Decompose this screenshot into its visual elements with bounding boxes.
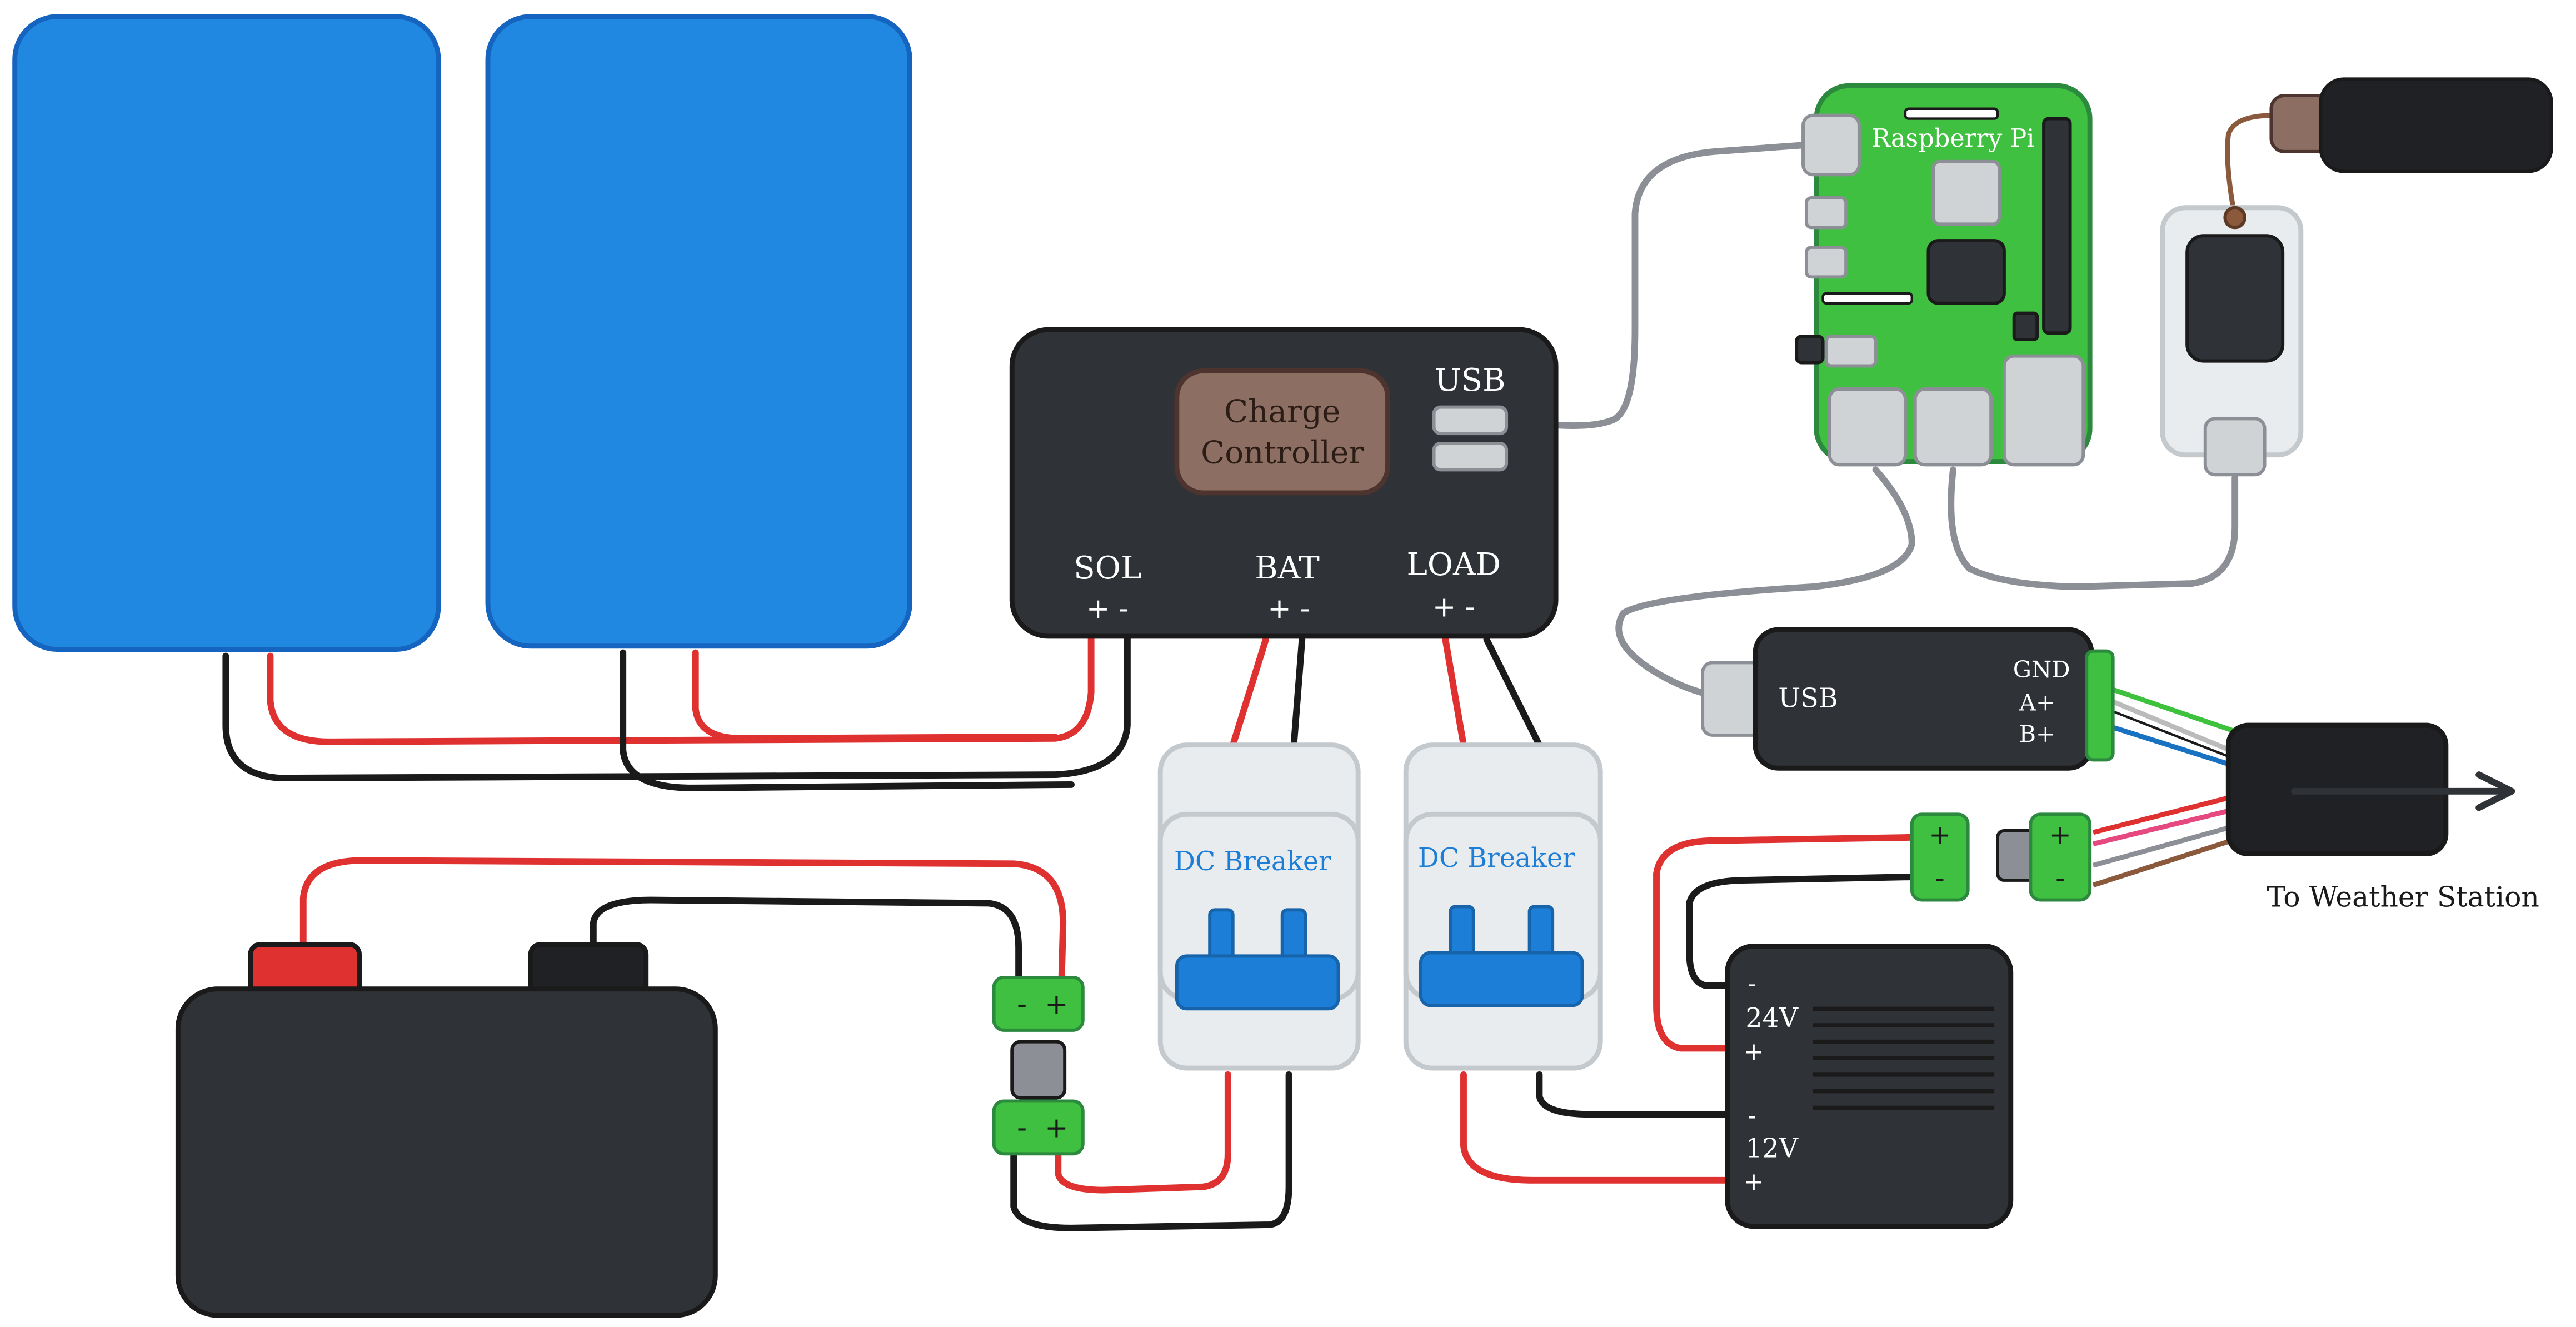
weather-connector-left: [1910, 812, 1970, 902]
wire-rs485-b: [2105, 722, 2243, 771]
dc-converter: [1725, 944, 2014, 1229]
battery-connector-coupler: [1010, 1040, 1067, 1100]
weather-connector-right: [2029, 812, 2092, 902]
sensor-hub-jack: [2223, 206, 2246, 230]
converter-12v-plus: +: [1743, 1168, 1764, 1196]
pi-camera-connector: [1821, 292, 1914, 305]
cable-controller-usb-to-pi: [1500, 142, 1808, 430]
wire-battery-positive: [299, 857, 1067, 989]
wire-weather-brown: [2092, 835, 2243, 888]
converter-24v-label: 24V: [1745, 1003, 1798, 1034]
pi-usb-c-port[interactable]: [1801, 113, 1861, 177]
controller-load-polarity: + -: [1432, 590, 1475, 623]
weather-connector-left-minus: -: [1935, 863, 1945, 894]
wire-weather-grey: [2092, 821, 2243, 868]
converter-24v-plus: +: [1743, 1037, 1764, 1066]
controller-sol-label: SOL: [1074, 550, 1141, 586]
pi-power-button[interactable]: [1795, 335, 1825, 365]
controller-bat-polarity: + -: [1267, 592, 1310, 625]
cable-pi-to-sensor-hub: [1948, 466, 2239, 590]
solar-panel-1: [12, 14, 441, 652]
breaker-1-toggle-base[interactable]: [1175, 954, 1340, 1011]
rs485-gnd-label: GND: [2013, 656, 2070, 683]
charge-controller-label-line2: Controller: [1201, 435, 1364, 471]
solar-panel-2: [485, 14, 912, 649]
wire-panel1-positive: [267, 631, 1095, 745]
controller-usb-port-2[interactable]: [1432, 441, 1509, 472]
weather-arrow-head: [2475, 771, 2515, 811]
wire-load-positive: [1442, 636, 1467, 749]
sensor-hub-module: [2185, 234, 2285, 363]
pi-usb-port-2[interactable]: [1913, 387, 1993, 467]
charge-controller-label-line1: Charge: [1224, 393, 1340, 430]
rs485-terminal-block: [2085, 649, 2115, 762]
battery-connector-lower-minus: -: [1017, 1111, 1027, 1144]
converter-24v-minus: -: [1748, 970, 1756, 999]
controller-usb-port-1[interactable]: [1432, 405, 1509, 436]
wire-panel1-negative: [222, 631, 1131, 781]
controller-sol-polarity: + -: [1086, 592, 1129, 625]
wire-panel2-negative: [620, 649, 1075, 791]
sensor-hub-usb-port[interactable]: [2203, 417, 2267, 477]
wire-breaker2-to-12v-positive: [1460, 1071, 1738, 1184]
converter-12v-minus: -: [1748, 1102, 1756, 1130]
wire-bat-negative: [1290, 636, 1306, 749]
battery-connector-upper: [992, 975, 1085, 1032]
dc-breaker-2: DC Breaker: [1403, 742, 1603, 1071]
breaker-2-toggle-base[interactable]: [1419, 951, 1584, 1007]
wire-battery-negative: [590, 896, 1022, 989]
wire-24v-positive: [1653, 834, 1915, 1052]
rs485-a-label: A+: [2019, 689, 2055, 716]
pi-wifi-chip: [1931, 159, 2001, 226]
raspberry-pi-label: Raspberry Pi: [1871, 124, 2034, 153]
controller-usb-label: USB: [1435, 362, 1506, 398]
pi-gpio-header: [2042, 117, 2072, 335]
battery-connector-lower: [992, 1099, 1085, 1156]
weather-connector-right-minus: -: [2055, 863, 2065, 894]
converter-12v-label: 12V: [1745, 1133, 1798, 1164]
wire-weather-pink: [2093, 805, 2243, 847]
cable-sensor-probe: [2225, 113, 2277, 220]
battery-connector-upper-minus: -: [1017, 987, 1027, 1020]
breaker-2-label: DC Breaker: [1418, 843, 1575, 874]
pi-usb-port-1[interactable]: [1828, 387, 1907, 467]
wire-connector-to-breaker-positive: [1055, 1071, 1231, 1194]
sensor-probe-body: [2319, 77, 2553, 173]
controller-bat-label: BAT: [1255, 550, 1320, 586]
pi-micro-hdmi-1[interactable]: [1804, 196, 1848, 230]
wire-rs485-a2: [2105, 707, 2242, 763]
pi-audio-port[interactable]: [1824, 335, 1878, 368]
wire-rs485-a: [2105, 696, 2243, 757]
rs485-usb-label: USB: [1778, 683, 1838, 714]
wire-weather-red: [2092, 792, 2243, 835]
weather-connector-right-plus: +: [2049, 820, 2071, 851]
pi-display-connector: [1904, 107, 1999, 120]
wire-24v-negative: [1686, 874, 1915, 989]
wire-breaker2-to-12v-negative: [1536, 1071, 1738, 1118]
pi-small-chip: [2012, 311, 2039, 342]
wire-rs485-gnd: [2105, 685, 2243, 736]
pi-soc-chip: [1926, 239, 2006, 305]
battery: [175, 986, 718, 1318]
pi-micro-hdmi-2[interactable]: [1804, 245, 1848, 279]
rs485-b-label: B+: [2019, 720, 2055, 747]
wire-bat-positive: [1229, 636, 1269, 749]
converter-heatsink-fins: [1813, 1006, 1995, 1110]
dc-breaker-1: DC Breaker: [1157, 742, 1361, 1071]
cable-pi-to-rs485: [1615, 466, 1915, 699]
battery-connector-lower-plus: +: [1045, 1111, 1068, 1144]
battery-connector-upper-plus: +: [1045, 987, 1068, 1020]
weather-connector-left-plus: +: [1929, 820, 1951, 851]
wire-panel2-positive: [692, 649, 1059, 742]
charge-controller-display: [1174, 368, 1390, 496]
pi-ethernet-port[interactable]: [2002, 354, 2085, 467]
controller-load-label: LOAD: [1406, 547, 1500, 583]
weather-station-label: To Weather Station: [2267, 880, 2539, 913]
wire-load-negative: [1483, 636, 1543, 749]
wire-connector-to-breaker-negative: [1010, 1071, 1292, 1231]
breaker-1-label: DC Breaker: [1174, 846, 1331, 877]
